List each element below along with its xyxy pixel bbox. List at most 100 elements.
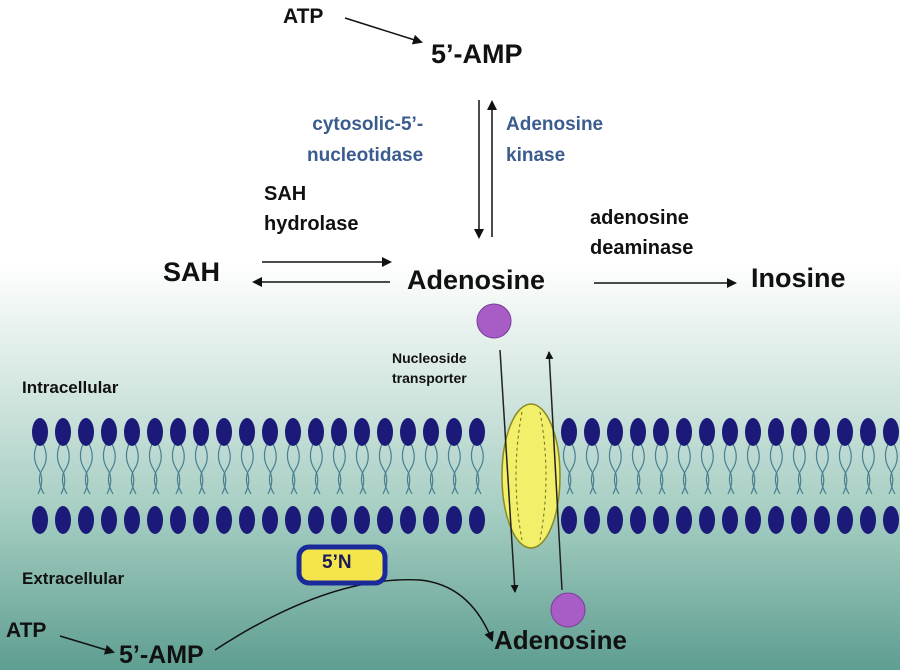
- lipid-tail: [84, 443, 93, 495]
- lipid-tail: [176, 443, 185, 495]
- lipid-head: [124, 418, 140, 446]
- lipid-tail: [314, 443, 323, 495]
- lipid-head: [285, 418, 301, 446]
- adenosine-deaminase-line-2: deaminase: [590, 237, 694, 259]
- lipid-head: [607, 506, 623, 534]
- sah-hydrolase-line-1: SAH: [264, 183, 307, 205]
- transporter-arrow-inward: [545, 351, 563, 591]
- arrow-amp-to-adenosine-extracellular: [214, 578, 494, 651]
- adenosine-kinase-line-2: kinase: [506, 144, 566, 166]
- lipid-head: [768, 506, 784, 534]
- lipid-tail: [383, 443, 392, 495]
- lipid-head: [837, 418, 853, 446]
- lipid-tail: [751, 443, 760, 495]
- lipid-tail: [61, 443, 70, 495]
- lipid-head: [354, 418, 370, 446]
- lipid-head: [883, 506, 899, 534]
- intracellular-label: Intracellular: [22, 378, 119, 397]
- lipid-head: [55, 506, 71, 534]
- lipid-head: [308, 418, 324, 446]
- lipid-head: [101, 418, 117, 446]
- extracellular-label: Extracellular: [22, 569, 125, 588]
- lipid-head: [193, 506, 209, 534]
- lipid-tail: [475, 443, 484, 495]
- lipid-tail: [820, 443, 829, 495]
- lipid-head: [561, 506, 577, 534]
- lipid-head: [791, 418, 807, 446]
- lipid-head: [239, 418, 255, 446]
- lipid-head: [285, 506, 301, 534]
- lipid-head: [55, 418, 71, 446]
- transporter-arrow-outward: [499, 349, 519, 593]
- lipid-head: [423, 506, 439, 534]
- lipid-head: [216, 418, 232, 446]
- lipid-head: [446, 506, 462, 534]
- lipid-head: [630, 418, 646, 446]
- lipid-head: [607, 418, 623, 446]
- inosine-label: Inosine: [751, 263, 846, 293]
- lipid-tail: [636, 443, 645, 495]
- adenosine-molecule-intracellular: [476, 303, 512, 339]
- lipid-head: [584, 418, 600, 446]
- lipid-tail: [130, 443, 139, 495]
- lipid-tail: [337, 443, 346, 495]
- lipid-tail: [682, 443, 691, 495]
- lipid-tail: [843, 443, 852, 495]
- lipid-tail: [797, 443, 806, 495]
- lipid-head: [423, 418, 439, 446]
- lipid-head: [262, 418, 278, 446]
- lipid-head: [308, 506, 324, 534]
- lipid-head: [768, 418, 784, 446]
- lipid-head: [124, 506, 140, 534]
- adenosine-molecule-extracellular: [550, 592, 586, 628]
- transporter-channel-line-left: [515, 411, 523, 541]
- lipid-head: [699, 506, 715, 534]
- nucleoside-transporter-line-1: Nucleoside: [392, 350, 467, 366]
- adenosine-kinase-label: Adenosine kinase: [506, 114, 603, 168]
- lipid-tail: [38, 443, 47, 495]
- lipid-head: [331, 418, 347, 446]
- adenosine-deaminase-line-1: adenosine: [590, 207, 689, 229]
- lipid-head: [653, 506, 669, 534]
- lipid-tail: [774, 443, 783, 495]
- lipid-head: [147, 418, 163, 446]
- lipid-head: [400, 418, 416, 446]
- sah-label: SAH: [163, 257, 221, 287]
- lipid-head: [331, 506, 347, 534]
- cytosolic-nucleotidase-line-2: nucleotidase: [307, 144, 424, 166]
- nucleoside-transporter: [501, 403, 561, 549]
- lipid-tail: [245, 443, 254, 495]
- amp-label-top: 5’-AMP: [431, 39, 523, 69]
- lipid-tail: [406, 443, 415, 495]
- lipid-head: [722, 506, 738, 534]
- sah-hydrolase-label: SAH hydrolase: [264, 182, 358, 236]
- lipid-tail: [590, 443, 599, 495]
- lipid-head: [676, 418, 692, 446]
- lipid-head: [239, 506, 255, 534]
- atp-label-top: ATP: [283, 5, 324, 28]
- lipid-tail: [107, 443, 116, 495]
- ecto-5-nucleotidase-box: [296, 544, 388, 586]
- lipid-tail: [452, 443, 461, 495]
- lipid-head: [814, 418, 830, 446]
- lipid-tail: [291, 443, 300, 495]
- arrow-atp-to-amp-bottom: [59, 635, 115, 655]
- lipid-head: [147, 506, 163, 534]
- lipid-head: [883, 418, 899, 446]
- lipid-head: [469, 418, 485, 446]
- cytosolic-nucleotidase-line-1: cytosolic-5’-: [312, 114, 424, 135]
- lipid-head: [561, 418, 577, 446]
- lipid-tail: [199, 443, 208, 495]
- lipid-tail: [866, 443, 875, 495]
- lipid-head: [469, 506, 485, 534]
- lipid-head: [745, 506, 761, 534]
- lipid-head: [101, 506, 117, 534]
- lipid-head: [32, 418, 48, 446]
- lipid-tail: [429, 443, 438, 495]
- lipid-head: [630, 506, 646, 534]
- lipid-head: [262, 506, 278, 534]
- lipid-head: [377, 418, 393, 446]
- lipid-head: [860, 418, 876, 446]
